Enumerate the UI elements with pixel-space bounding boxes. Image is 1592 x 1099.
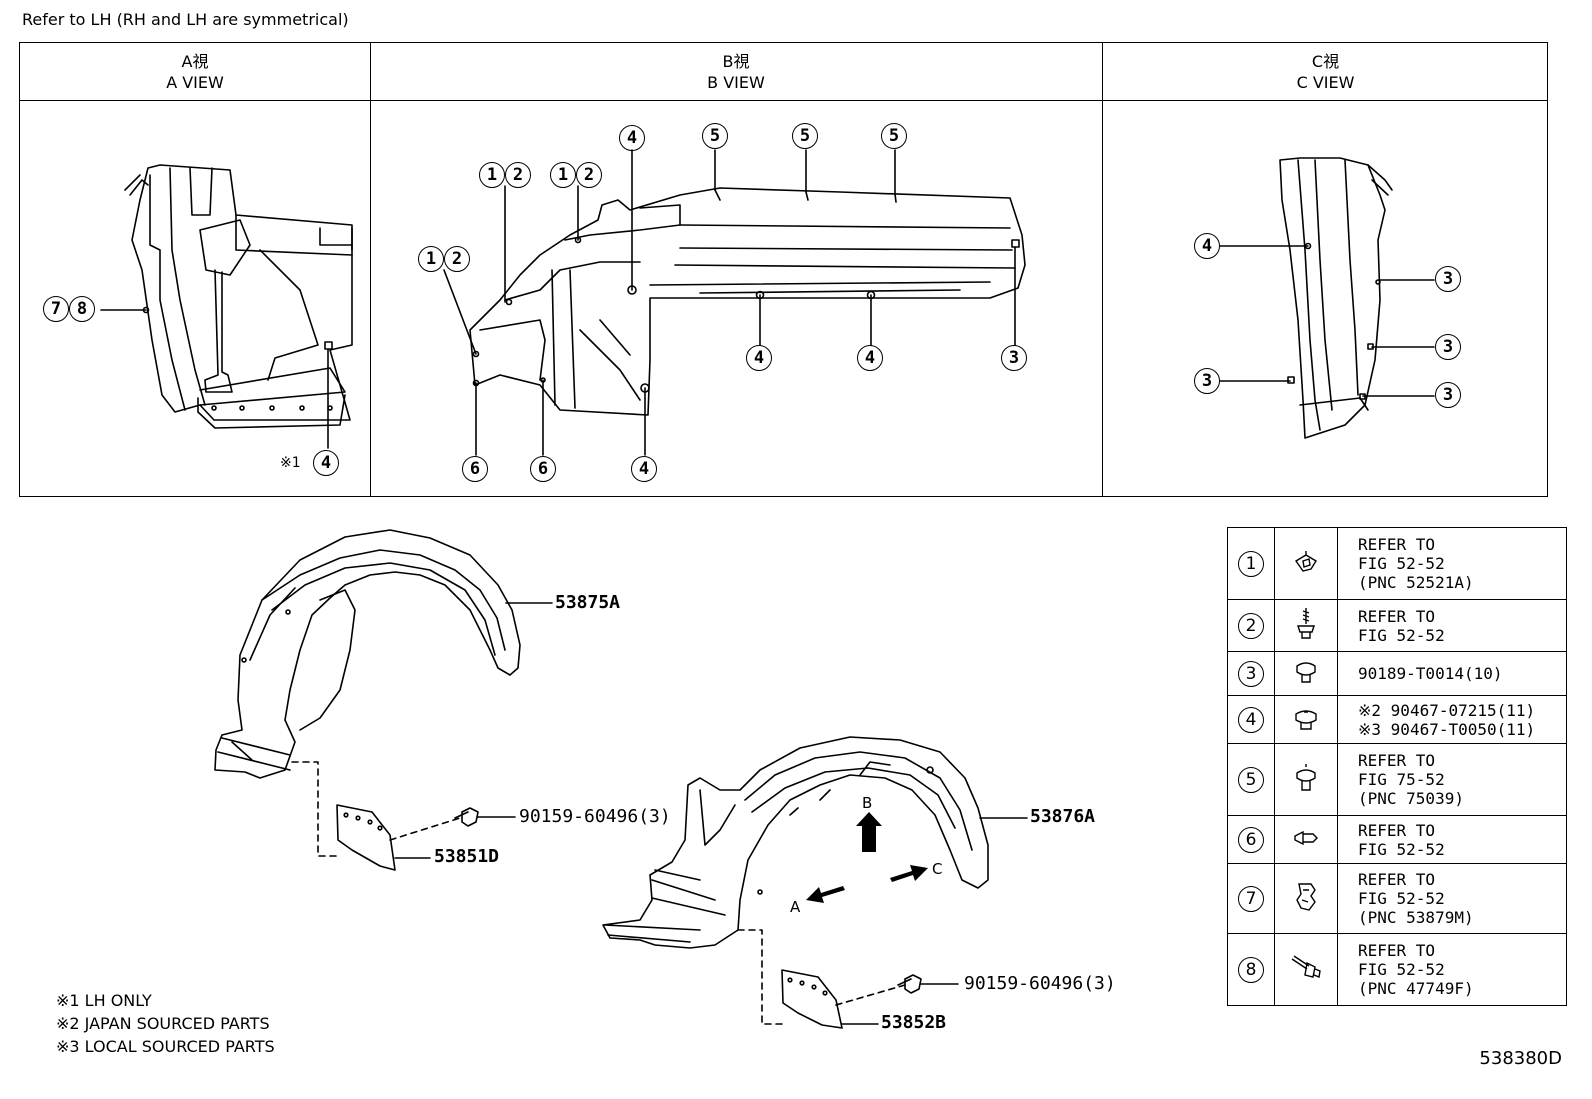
document-id: 538380D bbox=[1479, 1048, 1562, 1069]
c-view-drawing bbox=[1219, 157, 1435, 439]
callout-4-c: 4 bbox=[1194, 233, 1220, 259]
callout-6-b2: 6 bbox=[530, 456, 556, 482]
callout-3-c2: 3 bbox=[1435, 334, 1461, 360]
rivet-clip-icon bbox=[1296, 763, 1316, 791]
legend-text: REFER TO bbox=[1358, 870, 1436, 889]
callout-5-b1: 5 bbox=[702, 123, 728, 149]
callout-3-c1: 3 bbox=[1435, 266, 1461, 292]
footnote-3: ※3 LOCAL SOURCED PARTS bbox=[56, 1037, 275, 1056]
footnote-1: ※1 LH ONLY bbox=[56, 991, 152, 1010]
legend-row[interactable]: 3 90189-T0014(10) bbox=[1227, 651, 1567, 696]
push-clip-icon bbox=[1296, 661, 1316, 683]
grommet-clip-icon bbox=[1295, 709, 1317, 730]
legend-text: REFER TO bbox=[1358, 820, 1436, 840]
legend-number: 7 bbox=[1238, 885, 1264, 912]
legend-text: REFER TO bbox=[1358, 941, 1436, 960]
view-arrow-c bbox=[890, 865, 928, 882]
callout-4-a: 4 bbox=[313, 450, 339, 476]
mudguard-53852b bbox=[781, 969, 959, 1029]
divider-ab bbox=[370, 43, 371, 496]
footnote-2: ※2 JAPAN SOURCED PARTS bbox=[56, 1014, 270, 1033]
part-label-53851d[interactable]: 53851D bbox=[434, 846, 500, 867]
legend-text: ※2 90467-07215(11) bbox=[1358, 700, 1536, 720]
legend-number: 6 bbox=[1238, 826, 1264, 853]
callout-3-c3: 3 bbox=[1194, 368, 1220, 394]
callout-4-b1: 4 bbox=[619, 125, 645, 151]
legend-text: REFER TO bbox=[1358, 751, 1436, 770]
legend-row[interactable]: 4 ※2 90467-07215(11)※3 90467-T0050(11) bbox=[1227, 695, 1567, 744]
view-arrows[interactable] bbox=[806, 812, 928, 903]
top-note: Refer to LH (RH and LH are symmetrical) bbox=[22, 10, 349, 29]
legend-number: 3 bbox=[1238, 660, 1264, 687]
legend-text: 90189-T0014(10) bbox=[1358, 664, 1503, 683]
view-arrow-a bbox=[806, 886, 845, 903]
pin-clip-icon bbox=[1294, 830, 1318, 845]
part-label-53876a[interactable]: 53876A bbox=[1030, 806, 1096, 827]
header-divider bbox=[20, 100, 1547, 101]
callout-5-b2: 5 bbox=[792, 123, 818, 149]
legend-text: REFER TO bbox=[1358, 606, 1436, 626]
screw-icon bbox=[1297, 607, 1315, 639]
part-label-screw-upper[interactable]: 90159-60496(3) bbox=[519, 806, 671, 827]
bracket-clip-icon bbox=[1296, 882, 1316, 911]
legend-number: 2 bbox=[1238, 612, 1264, 639]
a-view-note-mark: ※1 bbox=[280, 455, 301, 471]
legend-number: 8 bbox=[1238, 956, 1264, 983]
liner-53875a bbox=[214, 529, 553, 857]
part-label-53875a[interactable]: 53875A bbox=[555, 592, 621, 613]
callout-5-b3: 5 bbox=[881, 123, 907, 149]
legend-number: 5 bbox=[1238, 766, 1264, 793]
a-view-drawing bbox=[100, 164, 353, 449]
arrow-label-c: C bbox=[932, 860, 943, 878]
arrow-label-b: B bbox=[862, 794, 873, 812]
part-label-screw-lower[interactable]: 90159-60496(3) bbox=[964, 973, 1116, 994]
callout-4-b3: 4 bbox=[857, 345, 883, 371]
callout-4-b4: 4 bbox=[631, 456, 657, 482]
clip-nut-icon bbox=[1294, 550, 1317, 572]
arrow-label-a: A bbox=[790, 898, 801, 916]
liner-53876a bbox=[602, 736, 1028, 1025]
callout-3-b: 3 bbox=[1001, 345, 1027, 371]
part-label-53852b[interactable]: 53852B bbox=[881, 1012, 947, 1033]
callout-3-c4: 3 bbox=[1435, 382, 1461, 408]
callout-4-b2: 4 bbox=[746, 345, 772, 371]
mudguard-53851d bbox=[336, 804, 516, 871]
legend-text: REFER TO bbox=[1358, 535, 1436, 554]
view-arrow-b bbox=[856, 812, 882, 852]
bolt-clip-icon bbox=[1291, 954, 1321, 978]
legend-number: 1 bbox=[1238, 550, 1264, 577]
divider-bc bbox=[1102, 43, 1103, 496]
b-view-drawing bbox=[443, 149, 1026, 456]
legend-number: 4 bbox=[1238, 706, 1264, 733]
callout-6-b1: 6 bbox=[462, 456, 488, 482]
